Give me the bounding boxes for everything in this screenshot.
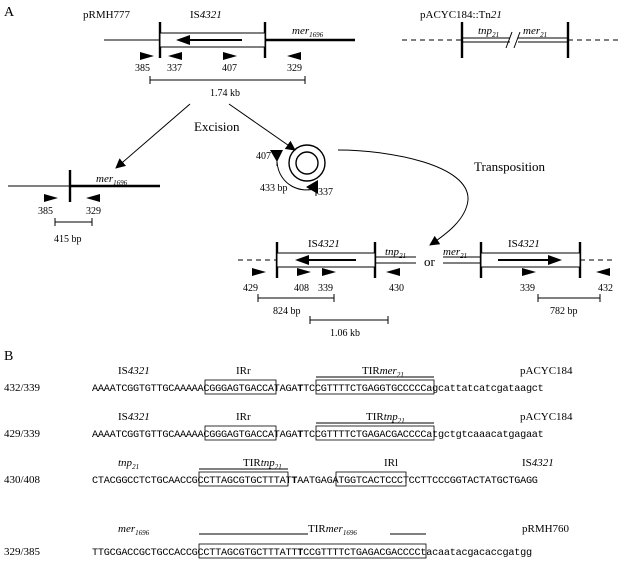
row3-tir-header: TIRtnp21 xyxy=(243,457,282,471)
primer-339-arrow-prod2 xyxy=(522,268,536,276)
transposition-arrow xyxy=(337,149,469,246)
size-bar-174 xyxy=(149,76,306,84)
size-106-label: 1.06 kb xyxy=(330,328,360,339)
row2-tir-box xyxy=(315,425,435,441)
primer-430-arrow xyxy=(386,268,400,276)
row2-right-header: pACYC184 xyxy=(520,411,573,423)
row2-sequence: AAAATCGGTGTTGCAAAAACGGGAGTGACCATAGATTCCG… xyxy=(92,430,544,441)
mer21-label-prod2: mer21 xyxy=(443,246,467,260)
row3-irl-header: IRl xyxy=(384,457,398,469)
is4321-label-top: IS4321 xyxy=(190,9,222,21)
row3-tnp21-header: tnp21 xyxy=(118,457,139,471)
primer-432-label: 432 xyxy=(598,283,613,294)
primer-407-arrow xyxy=(223,52,237,60)
row2-tir-header: TIRtnp21 xyxy=(366,411,405,425)
row1-is4321-header: IS4321 xyxy=(118,365,150,377)
row2-irr-box xyxy=(204,425,277,441)
row3-is4321-header: IS4321 xyxy=(522,457,554,469)
excision-arrow-right xyxy=(228,103,296,151)
primer-429-arrow xyxy=(252,268,266,276)
row4-tir-box xyxy=(198,543,427,559)
size-bar-824 xyxy=(257,294,335,302)
primer-429-label: 429 xyxy=(243,283,258,294)
primer-408-label: 408 xyxy=(294,283,309,294)
primer-432-arrow xyxy=(596,268,610,276)
size-782-label: 782 bp xyxy=(550,306,578,317)
primer-329-label: 329 xyxy=(287,63,302,74)
row3-tir-box xyxy=(198,471,289,487)
excision-label: Excision xyxy=(194,119,240,134)
mer1696-label-left: mer1696 xyxy=(96,173,128,187)
mer21-label-top: mer21 xyxy=(523,25,547,39)
primer-385-label: 385 xyxy=(135,63,150,74)
primer-329-arrow xyxy=(287,52,301,60)
pacyc184-tn21-map xyxy=(402,22,622,58)
primer-385-label-left: 385 xyxy=(38,206,53,217)
primer-337-circle-label: 337 xyxy=(318,187,333,198)
deletion-product-map xyxy=(8,170,160,202)
row1-id: 432/339 xyxy=(4,382,41,394)
row1-right-header: pACYC184 xyxy=(520,365,573,377)
sequence-row-329-385: mer1696 TIRmer1696 pRMH760 329/385 TTGCG… xyxy=(4,523,570,559)
row4-id: 329/385 xyxy=(4,546,41,558)
row3-id: 430/408 xyxy=(4,474,41,486)
size-433-label: 433 bp xyxy=(260,183,288,194)
primer-385-arrow-left xyxy=(44,194,58,202)
size-415-label: 415 bp xyxy=(54,234,82,245)
primer-329-arrow-left xyxy=(86,194,100,202)
size-824-label: 824 bp xyxy=(273,306,301,317)
panel-b-label: B xyxy=(4,349,13,364)
primer-385-arrow xyxy=(140,52,154,60)
plasmid-prmh777-label: pRMH777 xyxy=(83,9,131,21)
row4-right-header: pRMH760 xyxy=(522,523,570,535)
primer-408-arrow xyxy=(297,268,311,276)
primer-337-label: 337 xyxy=(167,63,182,74)
sequence-row-432-339: IS4321 IRr TIRmer21 pACYC184 432/339 AAA… xyxy=(4,365,573,395)
transposition-product-1-map xyxy=(238,242,416,278)
primer-339-arrow-prod1 xyxy=(322,268,336,276)
row1-irr-header: IRr xyxy=(236,365,251,377)
primer-430-label: 430 xyxy=(389,283,404,294)
primer-339-label-prod1: 339 xyxy=(318,283,333,294)
size-bar-106 xyxy=(309,316,389,324)
mer1696-label-top: mer1696 xyxy=(292,25,324,39)
row3-irl-box xyxy=(335,471,407,487)
size-bar-415 xyxy=(54,218,93,226)
row2-irr-header: IRr xyxy=(236,411,251,423)
primer-337-arrow xyxy=(168,52,182,60)
primer-339-label-prod2: 339 xyxy=(520,283,535,294)
row1-tir-header: TIRmer21 xyxy=(362,365,404,379)
transposition-label: Transposition xyxy=(474,159,546,174)
is4321-label-prod1: IS4321 xyxy=(308,238,340,250)
row4-mer1696-header: mer1696 xyxy=(118,523,150,537)
row1-sequence: AAAATCGGTGTTGCAAAAACGGGAGTGACCATAGATTCCG… xyxy=(92,384,544,395)
or-label: or xyxy=(424,254,436,269)
row4-tir-header: TIRmer1696 xyxy=(308,523,357,537)
row1-tir-box xyxy=(315,379,435,395)
primer-407-circle-label: 407 xyxy=(256,151,271,162)
row4-sequence: TTGCGACCGCTGCCACCGCCTTAGCGTGCTTTATTTCCGT… xyxy=(92,548,532,559)
primer-329-label-left: 329 xyxy=(86,206,101,217)
plasmid-pacyc184-tn21-label: pACYC184::Tn21 xyxy=(420,9,502,21)
transposition-product-2-map xyxy=(443,242,612,278)
is4321-label-prod2: IS4321 xyxy=(508,238,540,250)
excision-arrow-left xyxy=(115,103,191,169)
prmh777-map xyxy=(104,22,355,58)
sequence-row-430-408: tnp21 TIRtnp21 IRl IS4321 430/408 CTACGG… xyxy=(4,457,554,487)
tnp21-label-top: tnp21 xyxy=(478,25,499,39)
size-174-label: 1.74 kb xyxy=(210,88,240,99)
row2-id: 429/339 xyxy=(4,428,41,440)
row2-is4321-header: IS4321 xyxy=(118,411,150,423)
tnp21-label-prod1: tnp21 xyxy=(385,246,406,260)
sequence-row-429-339: IS4321 IRr TIRtnp21 pACYC184 429/339 AAA… xyxy=(4,411,573,441)
row3-sequence: CTACGGCCTCTGCAACCGCCTTAGCGTGCTTTATTAATGA… xyxy=(92,476,538,487)
panel-a-label: A xyxy=(4,5,15,20)
excised-circle xyxy=(270,144,326,196)
size-bar-782 xyxy=(537,294,601,302)
row1-irr-box xyxy=(204,379,277,395)
primer-407-label: 407 xyxy=(222,63,237,74)
